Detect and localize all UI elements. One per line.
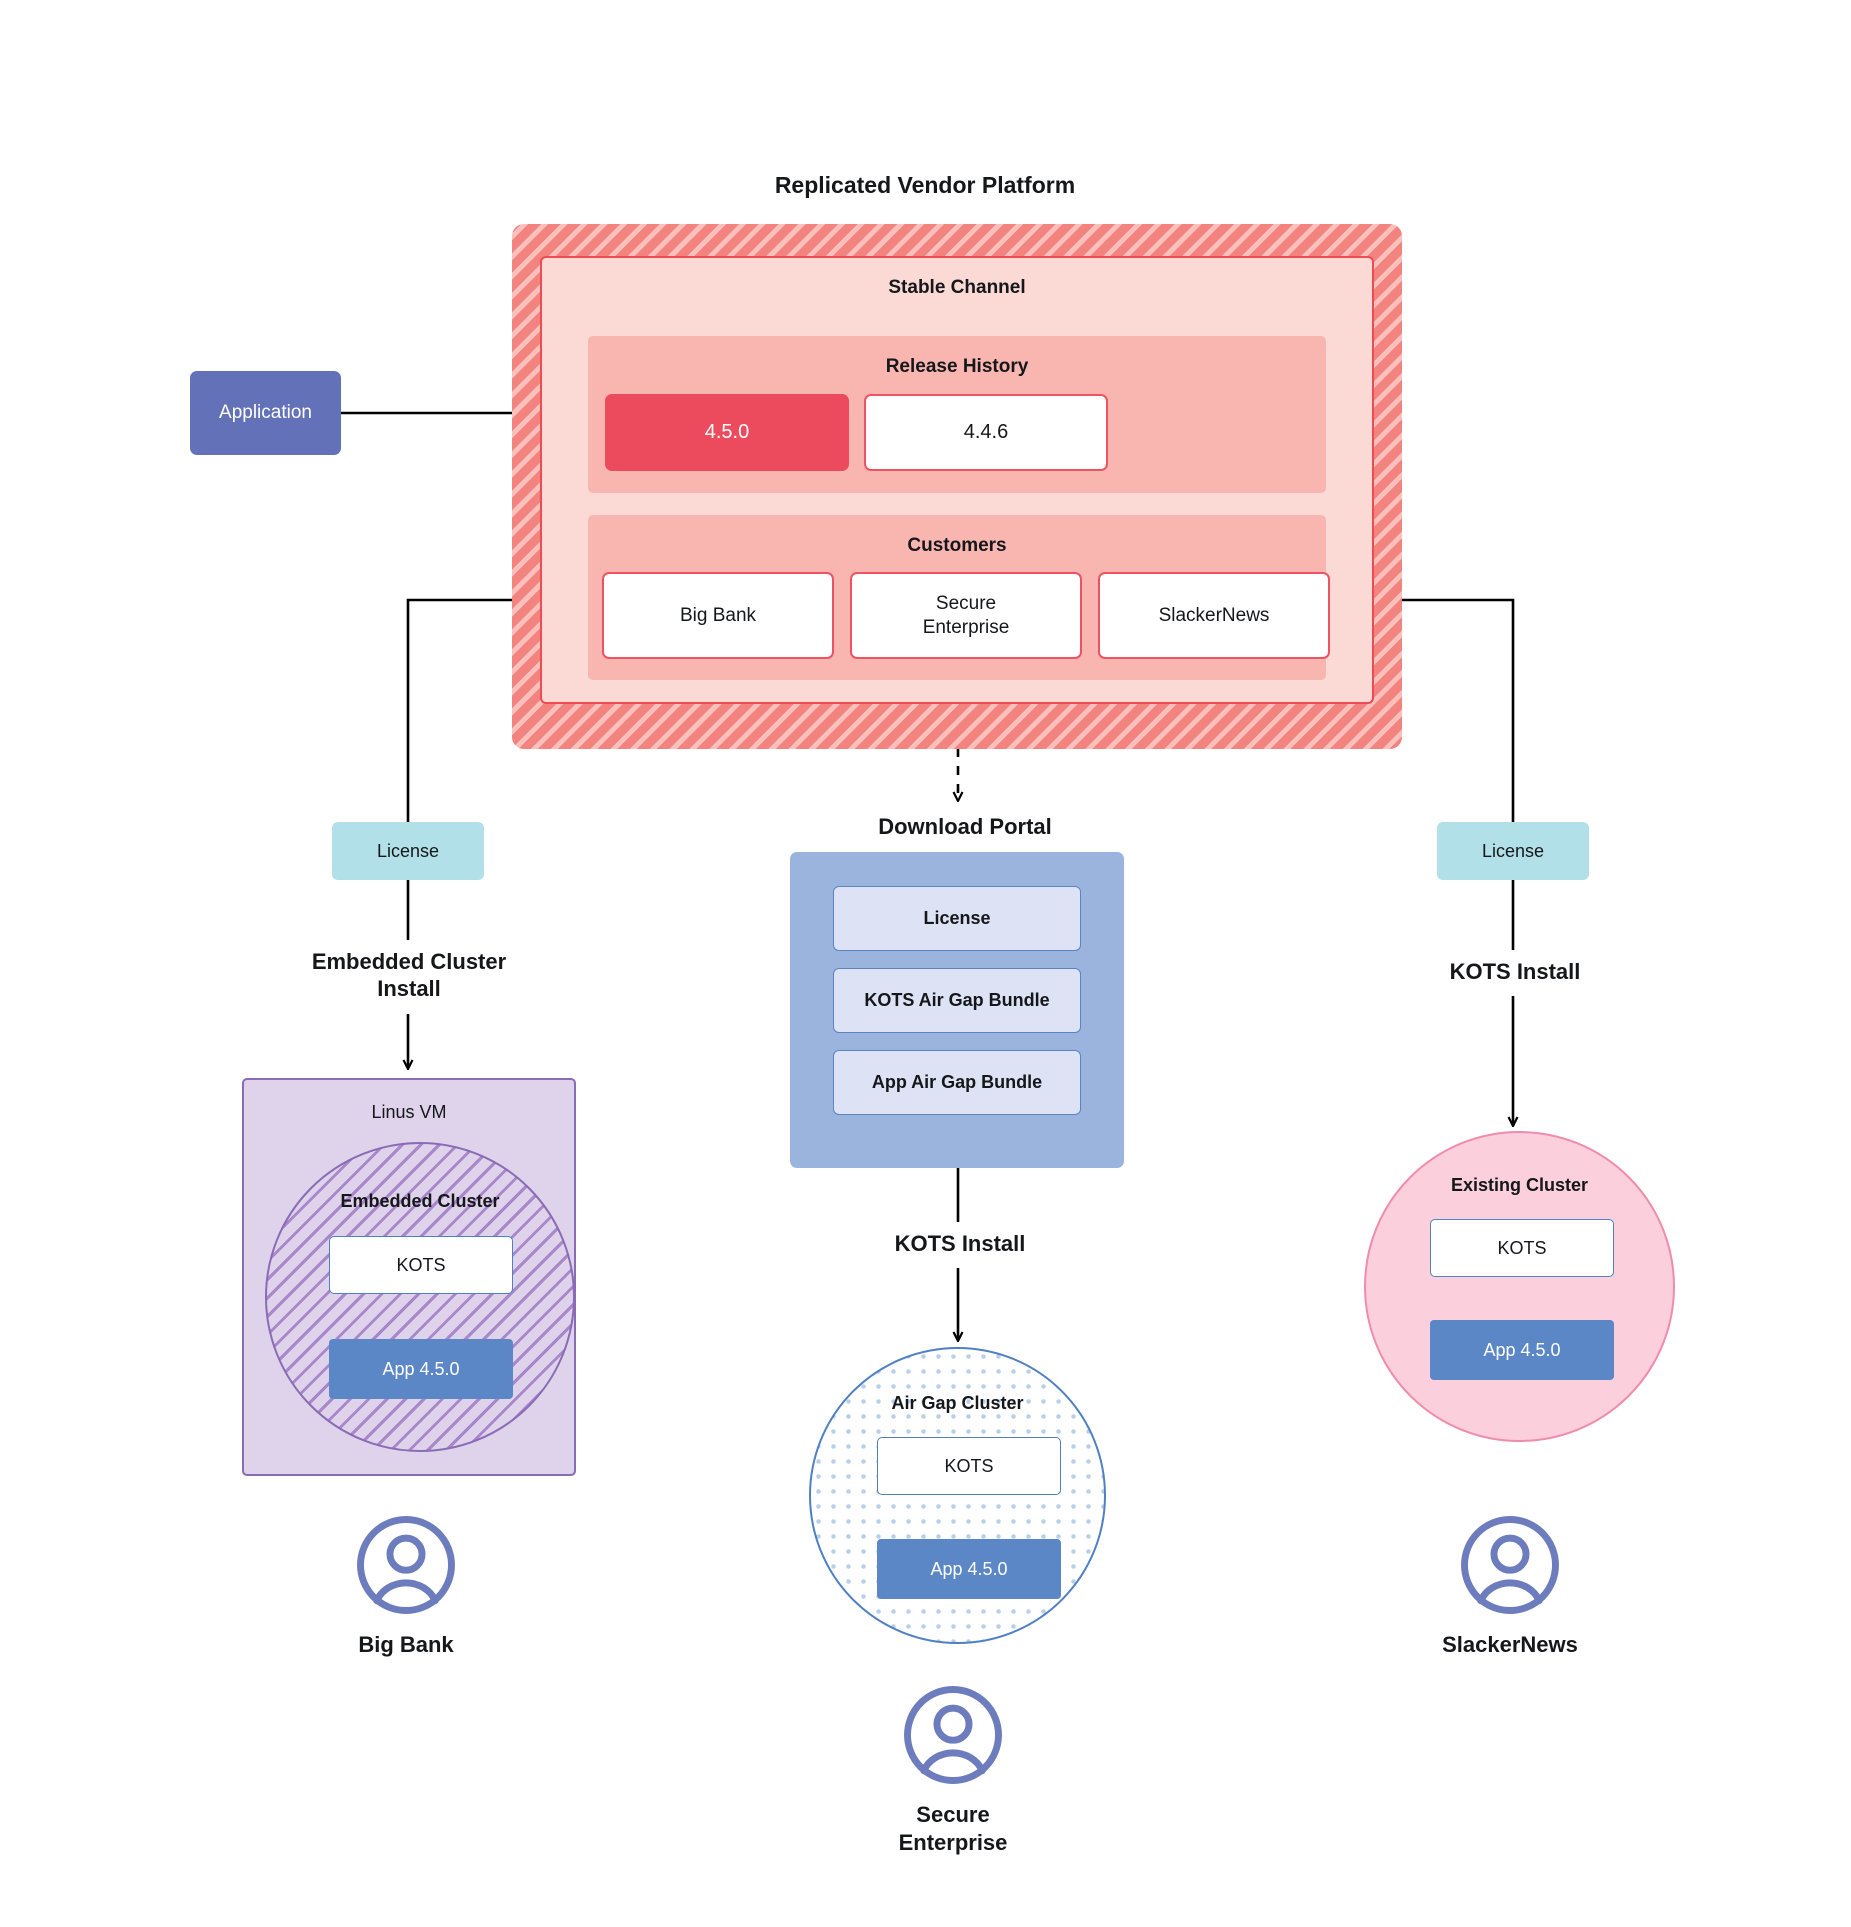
portal-item-label: KOTS Air Gap Bundle xyxy=(864,990,1050,1011)
kots-box-existing[interactable]: KOTS xyxy=(1430,1219,1614,1277)
release-version: 4.4.6 xyxy=(963,421,1009,443)
page-title: Replicated Vendor Platform xyxy=(774,171,1076,198)
customers-title: Customers xyxy=(907,535,1007,557)
kots-label: KOTS xyxy=(396,1254,446,1275)
user-avatar-icon xyxy=(904,1686,1002,1784)
edge-label-kots-install-right: KOTS Install xyxy=(1449,959,1581,985)
portal-item-label: App Air Gap Bundle xyxy=(871,1072,1043,1093)
air-gap-cluster-circle: Air Gap Cluster KOTS App 4.5.0 xyxy=(809,1347,1106,1644)
stable-channel-container: Stable Channel Release History 4.5.0 4.4… xyxy=(540,256,1374,704)
release-box-current[interactable]: 4.5.0 xyxy=(605,394,849,471)
app-box-existing[interactable]: App 4.5.0 xyxy=(1430,1320,1614,1380)
license-label: License xyxy=(1481,840,1545,861)
portal-item-kots-air-gap-bundle[interactable]: KOTS Air Gap Bundle xyxy=(833,968,1081,1033)
linus-vm-container: Linus VM Embedded Cluster KOTS App 4.5.0 xyxy=(242,1078,576,1476)
application-label: Application xyxy=(219,402,312,424)
customer-box-big-bank[interactable]: Big Bank xyxy=(602,572,834,659)
persona-slackernews: SlackerNews xyxy=(1400,1513,1620,1659)
license-chip-right[interactable]: License xyxy=(1437,822,1589,880)
download-portal-title: Download Portal xyxy=(878,814,1052,840)
portal-item-label: License xyxy=(923,908,991,929)
release-version: 4.5.0 xyxy=(704,421,750,443)
release-box-previous[interactable]: 4.4.6 xyxy=(864,394,1108,471)
existing-cluster-title: Existing Cluster xyxy=(1450,1174,1589,1195)
download-portal-container: License KOTS Air Gap Bundle App Air Gap … xyxy=(790,852,1124,1168)
kots-box-airgap[interactable]: KOTS xyxy=(877,1437,1061,1495)
persona-name: SlackerNews xyxy=(1442,1632,1578,1657)
edge-label-kots-install-middle: KOTS Install xyxy=(894,1231,1026,1257)
replicated-vendor-platform: Stable Channel Release History 4.5.0 4.4… xyxy=(512,224,1402,749)
persona-name: Big Bank xyxy=(358,1632,454,1657)
portal-item-license[interactable]: License xyxy=(833,886,1081,951)
app-box-embedded[interactable]: App 4.5.0 xyxy=(329,1339,513,1399)
customer-box-slackernews[interactable]: SlackerNews xyxy=(1098,572,1330,659)
user-avatar-icon xyxy=(1461,1516,1559,1614)
customer-name: SlackerNews xyxy=(1158,604,1270,626)
stable-channel-title: Stable Channel xyxy=(888,277,1026,299)
release-history-title: Release History xyxy=(885,356,1029,378)
linus-vm-title: Linus VM xyxy=(371,1101,447,1122)
existing-cluster-circle: Existing Cluster KOTS App 4.5.0 xyxy=(1364,1131,1675,1442)
release-history-container: Release History 4.5.0 4.4.6 xyxy=(588,336,1326,493)
portal-item-app-air-gap-bundle[interactable]: App Air Gap Bundle xyxy=(833,1050,1081,1115)
embedded-cluster-circle: Embedded Cluster KOTS App 4.5.0 xyxy=(265,1142,575,1452)
embedded-cluster-title: Embedded Cluster xyxy=(340,1190,500,1211)
app-label: App 4.5.0 xyxy=(930,1558,1008,1579)
kots-label: KOTS xyxy=(944,1455,994,1476)
air-gap-cluster-title: Air Gap Cluster xyxy=(891,1392,1024,1413)
application-node[interactable]: Application xyxy=(190,371,341,455)
kots-label: KOTS xyxy=(1497,1237,1547,1258)
license-chip-left[interactable]: License xyxy=(332,822,484,880)
customer-name: Big Bank xyxy=(679,604,757,626)
app-label: App 4.5.0 xyxy=(1483,1339,1561,1360)
kots-box-embedded[interactable]: KOTS xyxy=(329,1236,513,1294)
app-box-airgap[interactable]: App 4.5.0 xyxy=(877,1539,1061,1599)
user-avatar-icon xyxy=(357,1516,455,1614)
license-label: License xyxy=(376,840,440,861)
app-label: App 4.5.0 xyxy=(382,1358,460,1379)
persona-big-bank: Big Bank xyxy=(296,1513,516,1659)
